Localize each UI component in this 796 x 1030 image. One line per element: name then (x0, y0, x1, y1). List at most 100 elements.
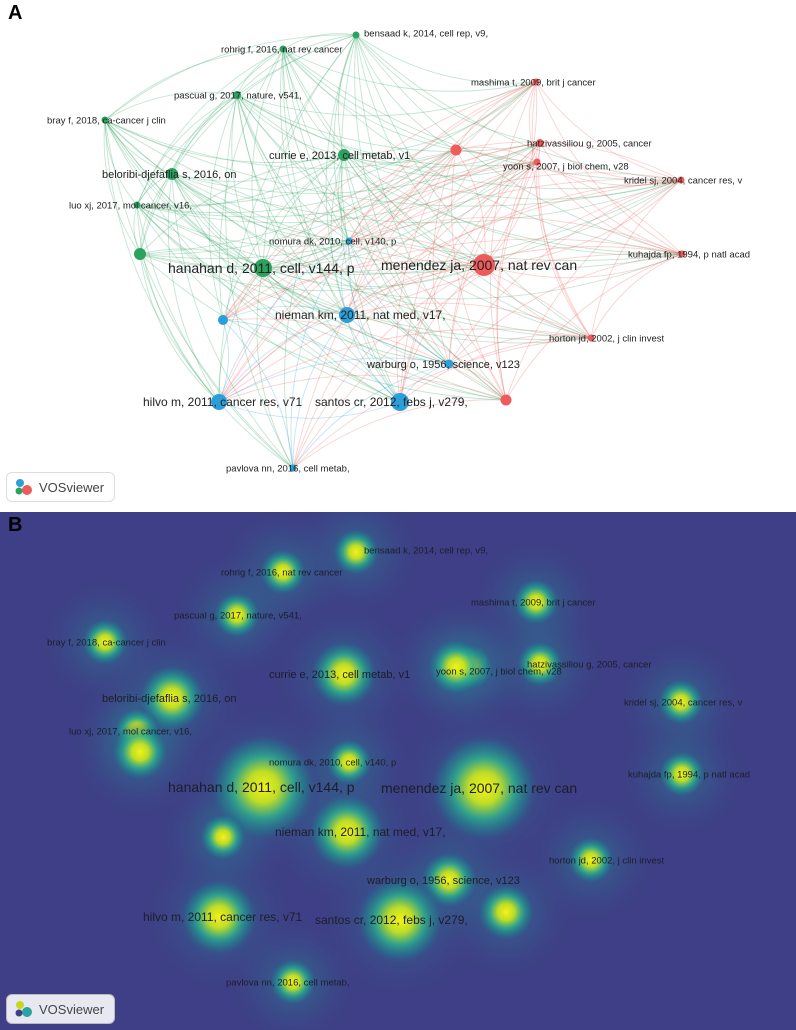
density-blob-currie[interactable] (309, 639, 379, 709)
network-edge (355, 34, 592, 339)
network-edge (222, 154, 345, 321)
node-horton[interactable] (587, 334, 595, 342)
network-edge (104, 91, 238, 121)
node-santos[interactable] (391, 393, 409, 411)
density-blob-menendez[interactable] (428, 732, 540, 844)
node-kridel[interactable] (677, 176, 685, 184)
node-blue_unl[interactable] (218, 315, 228, 325)
network-edge (536, 161, 683, 255)
network-edge (222, 319, 401, 403)
network-edge (284, 154, 345, 469)
network-edge (139, 253, 485, 292)
network-edge (171, 173, 683, 270)
network-edge (218, 357, 450, 403)
density-blob-mashima[interactable] (511, 577, 561, 627)
node-green_unl[interactable] (134, 248, 146, 260)
density-blob-kridel[interactable] (656, 677, 706, 727)
network-map[interactable]: bensaad k, 2014, cell rep, v9,rohrig f, … (0, 0, 796, 510)
network-edge (343, 154, 682, 200)
density-blob-bensaad[interactable] (331, 527, 381, 577)
density-panel: B bensaad k, 2014, cell rep, v9,rohrig f… (0, 512, 796, 1030)
density-label-pavlova: pavlova nn, 2016, cell metab, (226, 977, 350, 988)
network-edge (136, 204, 450, 365)
edge-layer (103, 33, 683, 469)
network-edge (396, 149, 457, 403)
node-pascual[interactable] (233, 91, 241, 99)
node-nieman[interactable] (339, 307, 355, 323)
node-kuhajda[interactable] (678, 250, 686, 258)
network-edge (225, 94, 294, 469)
network-edge (282, 48, 345, 156)
network-edge (536, 161, 682, 186)
density-blob-bray[interactable] (80, 617, 130, 667)
node-label-kuhajda: kuhajda fp, 1994, p natl acad (628, 249, 750, 260)
network-edge (399, 142, 541, 403)
network-edge (136, 154, 345, 208)
panel-letter-a: A (8, 2, 23, 24)
network-edge (355, 34, 457, 151)
node-warburg[interactable] (444, 359, 454, 369)
network-edge (343, 154, 485, 266)
node-pavlova[interactable] (289, 464, 297, 472)
density-label-luo: luo xj, 2017, mol cancer, v16, (69, 726, 192, 737)
vosviewer-label-a: VOSviewer (39, 479, 105, 495)
node-bray[interactable] (101, 116, 109, 124)
network-edge (355, 34, 507, 401)
network-edge (262, 264, 485, 287)
network-edge (483, 81, 538, 266)
network-edge (455, 149, 486, 266)
node-hatzi[interactable] (536, 139, 544, 147)
density-blob-hanahan[interactable] (207, 731, 319, 843)
density-blob-green_unl[interactable] (110, 722, 170, 782)
node-hilvo[interactable] (211, 394, 227, 410)
density-blob-pascual[interactable] (212, 590, 262, 640)
network-edge (343, 81, 537, 156)
density-blob-blue_unl[interactable] (198, 812, 248, 862)
network-edge (136, 204, 220, 403)
density-blob-nieman[interactable] (307, 792, 387, 872)
node-hanahan[interactable] (254, 259, 272, 277)
density-blob-hatzi[interactable] (515, 639, 565, 689)
network-edge (139, 94, 238, 255)
density-blob-kuhajda[interactable] (657, 749, 707, 799)
density-blob-rohrig[interactable] (258, 547, 308, 597)
network-edge (346, 302, 592, 339)
network-edge (104, 34, 357, 121)
density-blob-hilvo[interactable] (179, 877, 259, 957)
network-edge (348, 240, 507, 401)
node-beloribi[interactable] (166, 168, 178, 180)
density-map[interactable]: bensaad k, 2014, cell rep, v9,rohrig f, … (0, 512, 796, 1030)
node-nomura[interactable] (345, 237, 353, 245)
network-edge (139, 248, 264, 269)
network-edge (104, 119, 264, 269)
network-edge (455, 149, 683, 255)
node-red_bot[interactable] (500, 394, 512, 406)
density-label-hatzi: hatzivassiliou g, 2005, cancer (527, 659, 652, 670)
node-luo[interactable] (133, 201, 141, 209)
network-edge (355, 34, 683, 255)
node-yoon[interactable] (533, 158, 541, 166)
density-blob-pavlova[interactable] (268, 957, 318, 1007)
network-edge (292, 179, 682, 469)
network-edge (496, 142, 541, 401)
node-label-bray: bray f, 2018, ca-cancer j clin (47, 115, 166, 126)
network-edge (399, 264, 485, 403)
network-edge (343, 154, 538, 177)
network-edge (483, 179, 682, 266)
density-blob-horton[interactable] (566, 835, 616, 885)
network-edge (236, 94, 682, 190)
network-edge (448, 161, 538, 365)
density-blob-santos[interactable] (354, 874, 446, 966)
node-bensaad[interactable] (352, 31, 360, 39)
density-blob-nomura[interactable] (324, 737, 374, 787)
density-blob-red_top[interactable] (426, 637, 486, 697)
network-edge (104, 119, 683, 261)
node-menendez[interactable] (473, 254, 495, 276)
node-red_top[interactable] (450, 144, 462, 156)
density-blob-red_bot[interactable] (476, 882, 536, 942)
node-rohrig[interactable] (279, 45, 287, 53)
network-edge (455, 81, 537, 151)
node-mashima[interactable] (532, 78, 540, 86)
node-currie[interactable] (338, 149, 350, 161)
network-edge (292, 314, 348, 469)
